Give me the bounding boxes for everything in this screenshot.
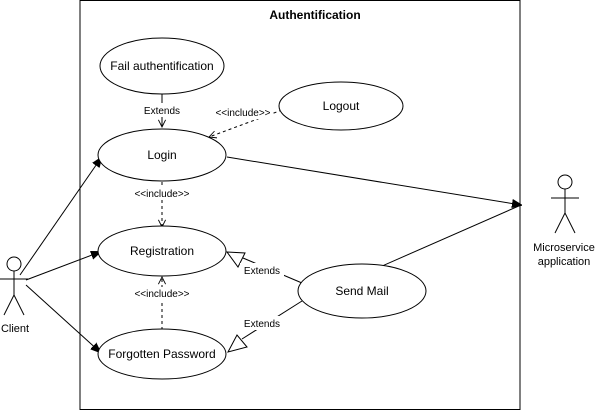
login-include-label: <<include>> [134, 189, 189, 200]
microservice-left-leg [554, 212, 566, 234]
extends-registration-arrowhead [225, 251, 246, 268]
use-case-registration-label: Registration [130, 244, 194, 258]
login-include-label-bg [132, 187, 192, 200]
extends-forgotten-label: Extends [244, 319, 280, 330]
client-right-leg [13, 294, 25, 316]
use-case-send-mail-label: Send Mail [335, 284, 388, 298]
use-case-registration[interactable]: Registration [97, 225, 227, 277]
fail-extends-label-bg [139, 103, 185, 117]
use-case-logout-label: Logout [323, 99, 360, 113]
client-head [6, 256, 22, 272]
use-case-fail-authentification[interactable]: Fail authentification [99, 37, 225, 95]
microservice-head [557, 174, 573, 190]
extends-forgotten-label-bg [240, 316, 284, 330]
client-forgotten-association [25, 284, 100, 352]
client-label: Client [1, 323, 29, 335]
microservice-label-line2: application [538, 256, 591, 268]
login-microservice-association [226, 156, 521, 205]
actor-microservice-application[interactable]: Microservice application [533, 174, 595, 268]
sendmail-microservice-association [372, 204, 522, 271]
boundary-title: Authentification [269, 8, 360, 22]
client-registration-association [25, 252, 100, 281]
use-case-login-label: Login [147, 148, 176, 162]
microservice-right-leg [564, 212, 576, 234]
fail-extends-label: Extends [144, 106, 180, 117]
microservice-label-line1: Microservice [533, 242, 595, 254]
actor-client[interactable]: Client [0, 256, 29, 335]
extends-registration-label-bg [240, 263, 284, 277]
extends-registration-label: Extends [244, 266, 280, 277]
extends-forgotten-arrowhead [227, 334, 248, 353]
client-login-association [19, 158, 101, 276]
forgotten-include-label: <<include>> [134, 289, 189, 300]
forgotten-include-label-bg [132, 287, 192, 300]
logout-include-label-bg [214, 106, 272, 119]
use-case-forgotten-password[interactable]: Forgotten Password [97, 328, 227, 380]
use-case-login[interactable]: Login [97, 128, 227, 182]
logout-include-label: <<include>> [215, 108, 270, 119]
use-case-forgotten-label: Forgotten Password [108, 347, 215, 361]
use-case-fail-label: Fail authentification [110, 59, 213, 73]
use-case-send-mail[interactable]: Send Mail [297, 263, 427, 319]
use-case-logout[interactable]: Logout [278, 81, 404, 131]
client-left-leg [3, 294, 15, 316]
